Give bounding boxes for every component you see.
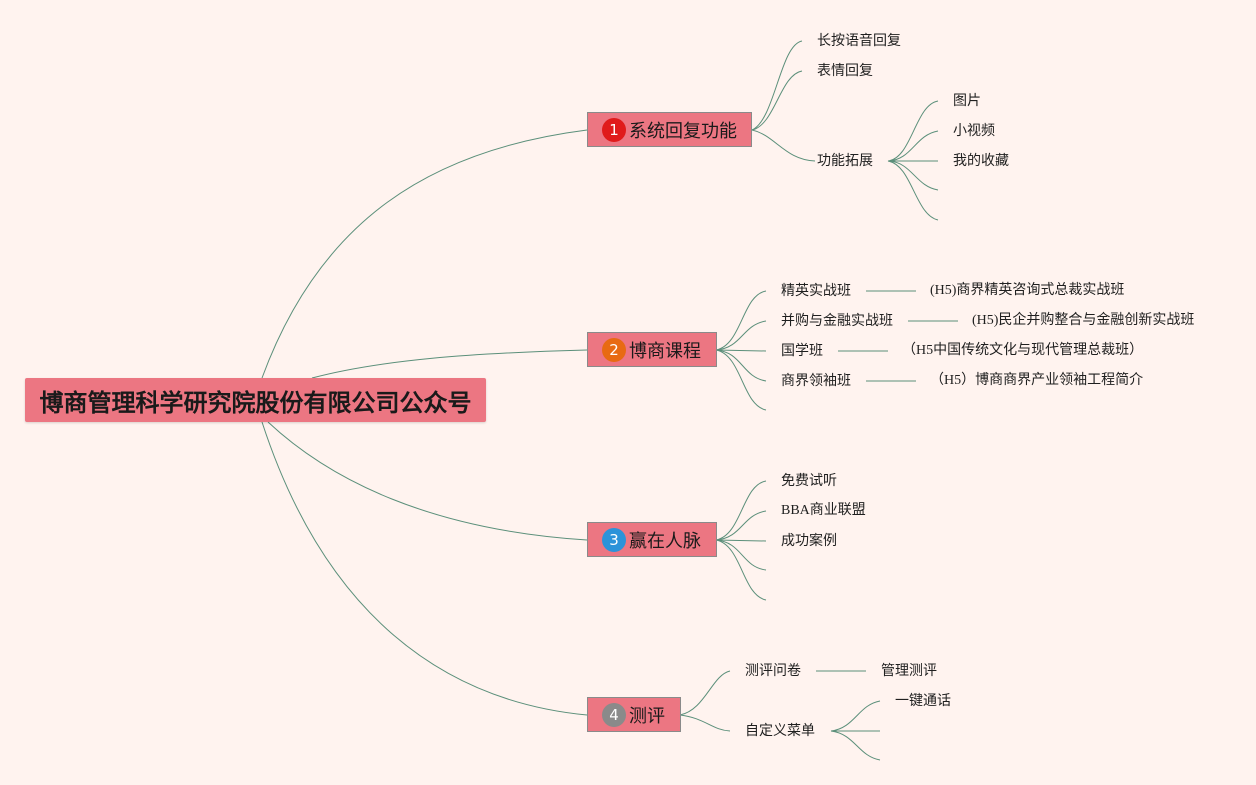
detail-node[interactable]: (H5)民企并购整合与金融创新实战班 (972, 313, 1195, 328)
leaf-node[interactable]: 表情回复 (817, 63, 873, 79)
number-badge-icon: 4 (602, 702, 626, 727)
leaf-node[interactable]: 精英实战班 (781, 283, 851, 299)
branch-label: 测评 (629, 705, 665, 727)
branch-node-assessment[interactable]: 4 测评 (587, 697, 681, 732)
number-badge-icon: 1 (602, 117, 626, 142)
branch-node-network[interactable]: 3 赢在人脉 (587, 522, 717, 557)
branch-node-courses[interactable]: 2 博商课程 (587, 332, 717, 367)
leaf-node[interactable]: 图片 (953, 93, 981, 109)
leaf-node[interactable]: 小视频 (953, 123, 995, 139)
leaf-node[interactable]: 成功案例 (781, 533, 837, 549)
root-title: 博商管理科学研究院股份有限公司公众号 (39, 388, 472, 417)
leaf-node[interactable]: 免费试听 (781, 473, 837, 489)
leaf-node[interactable]: 商界领袖班 (781, 373, 851, 389)
subbranch-node[interactable]: 功能拓展 (817, 153, 873, 169)
detail-node[interactable]: (H5)商界精英咨询式总裁实战班 (930, 283, 1125, 298)
detail-node[interactable]: 管理测评 (881, 663, 937, 679)
root-node[interactable]: 博商管理科学研究院股份有限公司公众号 (25, 378, 486, 422)
leaf-node[interactable]: 长按语音回复 (817, 33, 901, 49)
leaf-node[interactable]: 国学班 (781, 343, 823, 359)
branch-label: 系统回复功能 (629, 120, 737, 142)
leaf-node[interactable]: BBA商业联盟 (781, 503, 866, 518)
leaf-node[interactable]: 测评问卷 (745, 663, 801, 679)
leaf-node[interactable]: 并购与金融实战班 (781, 313, 893, 329)
branch-label: 赢在人脉 (629, 530, 701, 552)
detail-node[interactable]: （H5）博商商界产业领袖工程简介 (930, 373, 1144, 388)
detail-node[interactable]: （H5中国传统文化与现代管理总裁班） (902, 343, 1144, 358)
leaf-node[interactable]: 一键通话 (895, 693, 951, 709)
branch-label: 博商课程 (629, 340, 701, 362)
leaf-node[interactable]: 我的收藏 (953, 153, 1009, 169)
branch-node-system-reply[interactable]: 1 系统回复功能 (587, 112, 752, 147)
subbranch-node[interactable]: 自定义菜单 (745, 723, 815, 739)
number-badge-icon: 3 (602, 527, 626, 552)
number-badge-icon: 2 (602, 337, 626, 362)
